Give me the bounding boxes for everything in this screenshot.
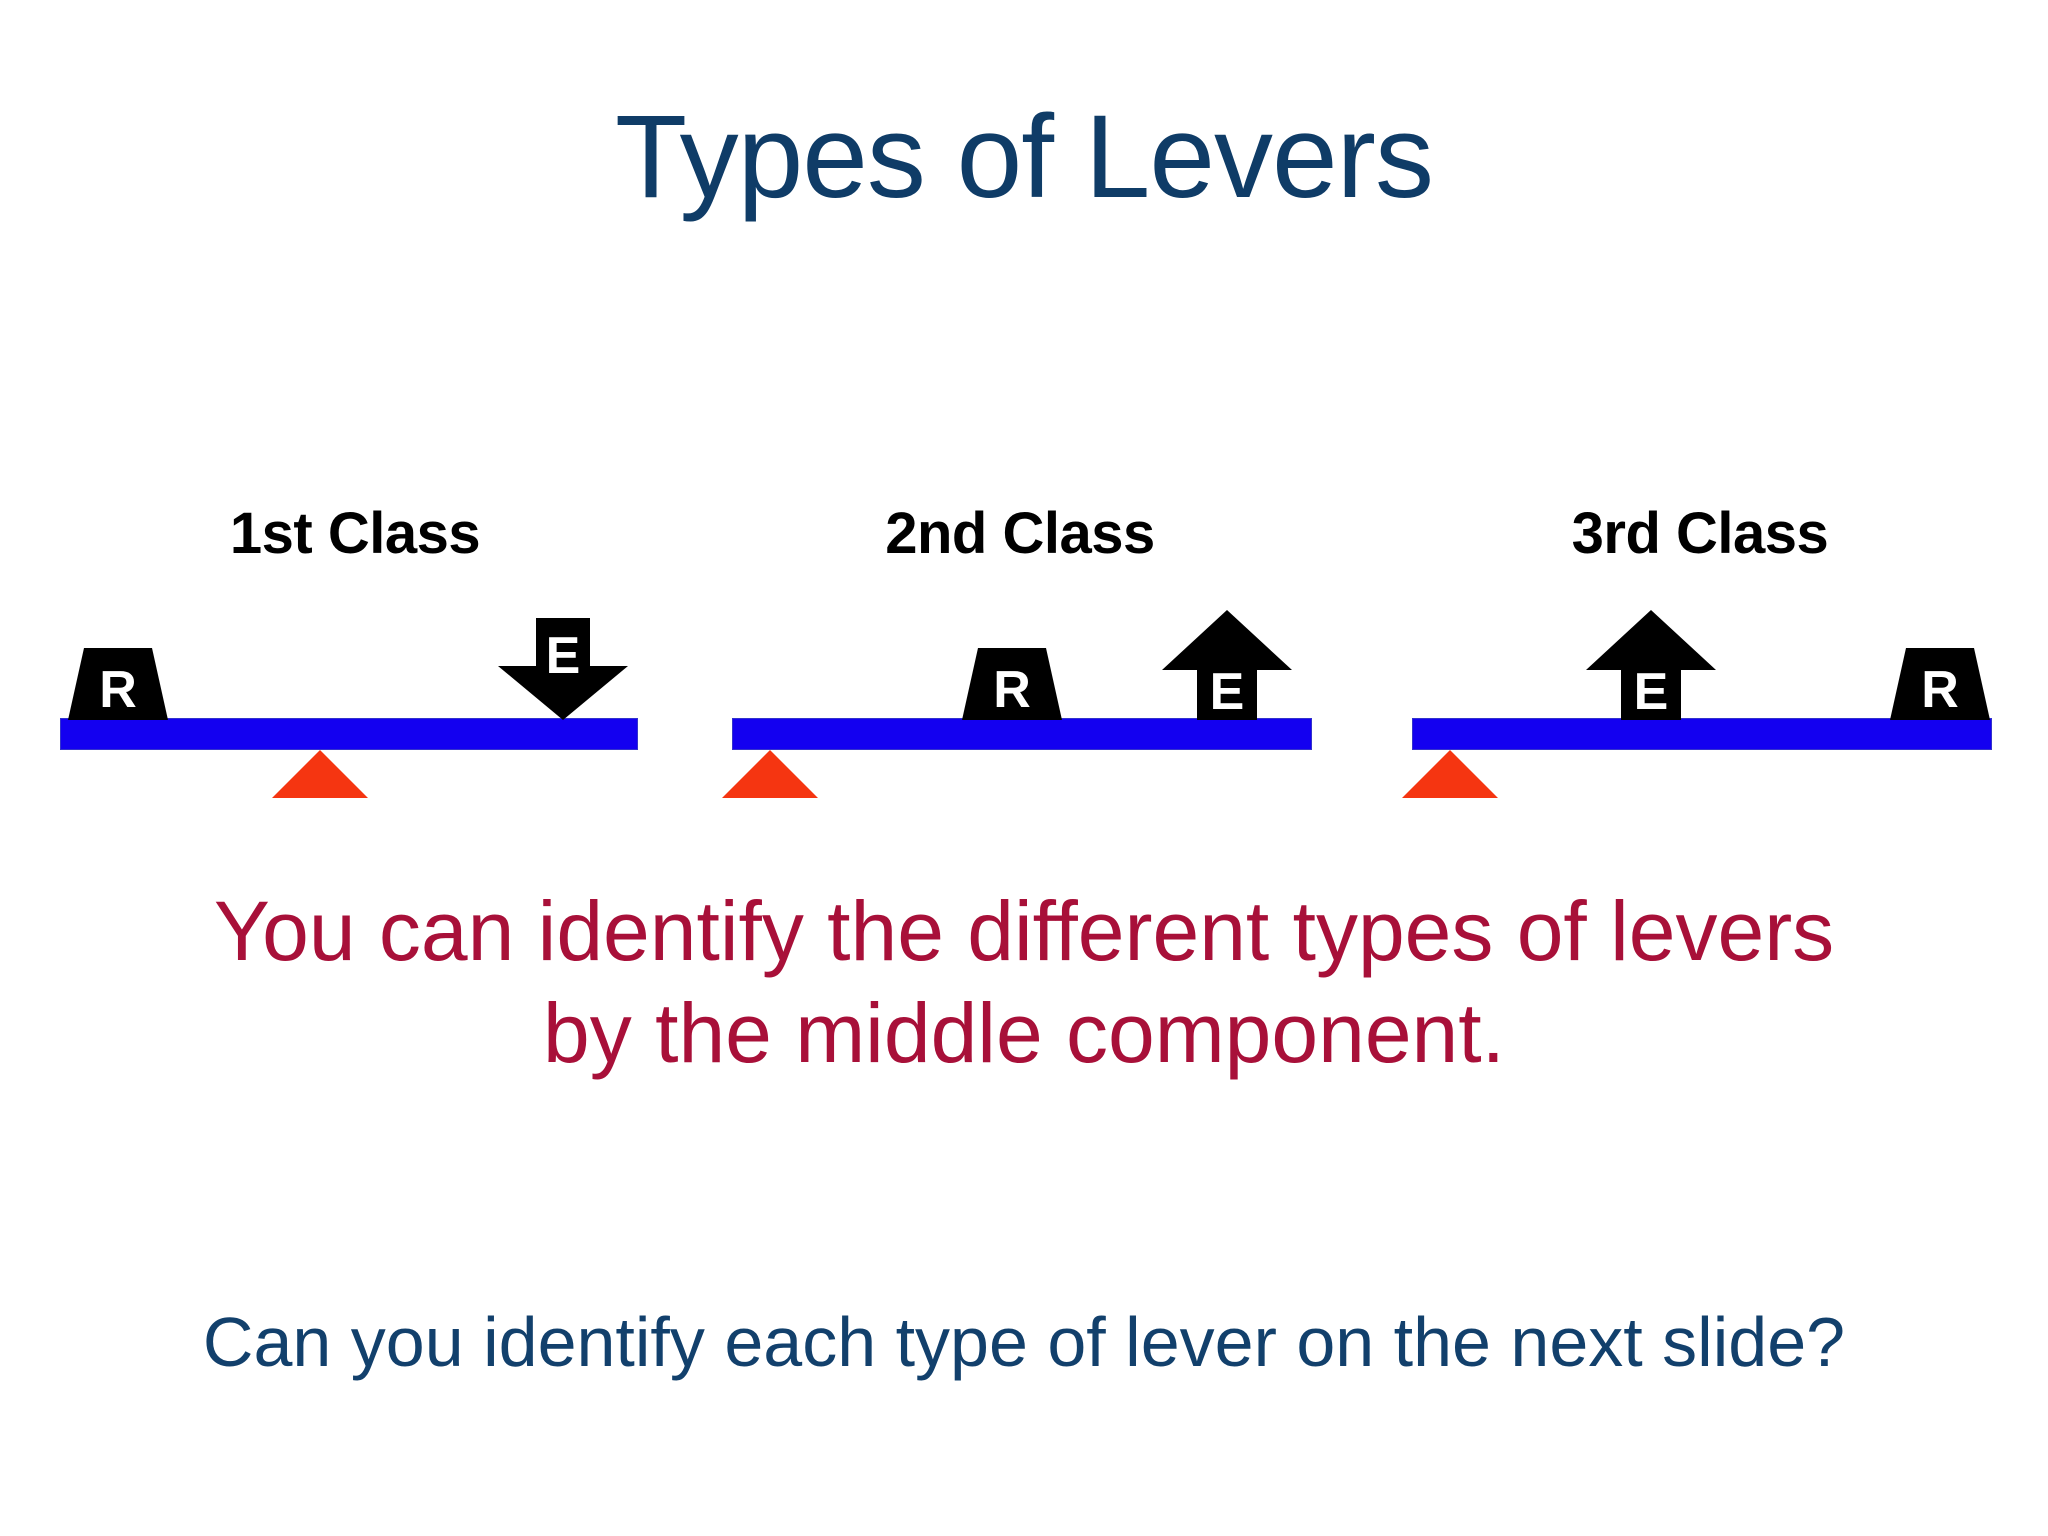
- statement-line-1: You can identify the different types of …: [213, 884, 1835, 978]
- page-title: Types of Levers: [615, 91, 1434, 223]
- effort-marker-E: E: [1162, 610, 1292, 720]
- lever-diagram-1st-class: 1st Class R E: [60, 500, 650, 800]
- effort-marker-E: E: [498, 618, 628, 720]
- fulcrum-triangle: [272, 750, 368, 798]
- resistance-marker-R: R: [962, 648, 1062, 720]
- fulcrum-triangle: [1402, 750, 1498, 798]
- lever-diagram-3rd-class: 3rd Class E R: [1390, 500, 2010, 800]
- lever-diagram-2nd-class: 2nd Class R E: [710, 500, 1330, 800]
- effort-marker-E: E: [1586, 610, 1716, 720]
- lever-label-3rd-class: 3rd Class: [1571, 501, 1829, 566]
- lever-label-2nd-class: 2nd Class: [885, 501, 1155, 566]
- resistance-marker-R: R: [1890, 648, 1990, 720]
- lever-diagram-row: 1st Class R E 2nd Class: [0, 500, 2048, 800]
- lever-beam: [1412, 718, 1992, 750]
- lever-label-1st-class: 1st Class: [229, 501, 481, 566]
- lever-beam: [732, 718, 1312, 750]
- statement-text: You can identify the different types of …: [0, 880, 2048, 1085]
- lever-beam: [60, 718, 638, 750]
- question-text: Can you identify each type of lever on t…: [202, 1303, 1846, 1381]
- statement-line-2: by the middle component.: [543, 986, 1505, 1081]
- resistance-marker-R: R: [68, 648, 168, 720]
- fulcrum-triangle: [722, 750, 818, 798]
